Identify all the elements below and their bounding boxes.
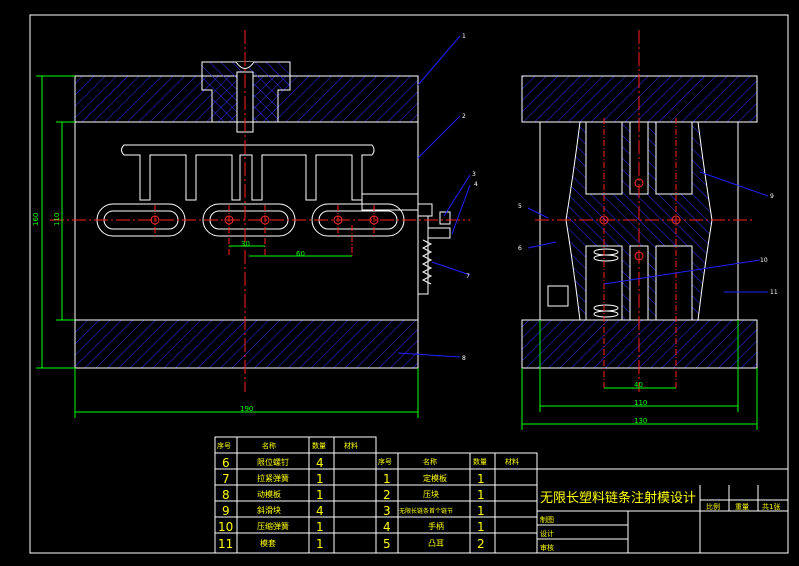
drafter-label: 制图 bbox=[540, 515, 554, 524]
bom-row-qty: 2 bbox=[477, 537, 485, 551]
callout-1: 1 bbox=[462, 33, 466, 40]
bom-row-name: 手柄 bbox=[428, 521, 444, 531]
bom-header-no: 序号 bbox=[378, 457, 392, 466]
dim-130: 130 bbox=[634, 417, 647, 425]
bom-header-qty: 数量 bbox=[312, 441, 326, 450]
bom-header-no: 序号 bbox=[217, 441, 231, 450]
bom-header-material: 材料 bbox=[505, 457, 519, 466]
handle-block bbox=[361, 193, 419, 211]
bom-row-no: 7 bbox=[222, 472, 230, 486]
runner-system bbox=[121, 144, 375, 201]
bom-row-qty: 1 bbox=[477, 504, 485, 518]
bom-header-name: 名称 bbox=[262, 441, 276, 450]
callout-5: 5 bbox=[518, 203, 522, 210]
bom-row-no: 10 bbox=[218, 520, 233, 534]
bom-row-no: 2 bbox=[383, 488, 391, 502]
spring-housing bbox=[417, 215, 429, 295]
bom-row-name: 拉紧弹簧 bbox=[257, 473, 289, 483]
bom-row-qty: 1 bbox=[477, 488, 485, 502]
bom-row-qty: 4 bbox=[316, 456, 324, 470]
bom-row-no: 9 bbox=[222, 504, 230, 518]
bom-row-no: 6 bbox=[222, 456, 230, 470]
dim-190: 190 bbox=[240, 405, 253, 413]
drawing-title: 无限长塑料链条注射模设计 bbox=[540, 490, 696, 506]
bom-row-qty: 1 bbox=[316, 537, 324, 551]
checker-label: 审核 bbox=[540, 543, 554, 552]
bom-row-name: 压块 bbox=[423, 489, 439, 499]
bom-row-qty: 1 bbox=[316, 488, 324, 502]
bom-row-qty: 1 bbox=[316, 520, 324, 534]
bom-header-material: 材料 bbox=[344, 441, 358, 450]
bom-row-no: 3 bbox=[383, 504, 391, 518]
bom-row-name: 无限长链条首个链节 bbox=[399, 507, 453, 515]
bom-row-name: 斜滑块 bbox=[257, 505, 281, 515]
dim-110-side: 110 bbox=[634, 399, 647, 407]
bom-row-no: 8 bbox=[222, 488, 230, 502]
bom-header-qty: 数量 bbox=[473, 457, 487, 466]
title-weight-label: 重量 bbox=[735, 503, 749, 511]
bom-row-no: 4 bbox=[383, 520, 391, 534]
callout-6: 6 bbox=[518, 245, 522, 252]
dim-110: 110 bbox=[53, 213, 61, 226]
bom-row-no: 5 bbox=[383, 537, 391, 551]
callout-9: 9 bbox=[770, 193, 774, 200]
compression-spring bbox=[593, 248, 619, 318]
dim-40: 40 bbox=[634, 381, 643, 389]
title-sheets-label: 共1张 bbox=[762, 502, 780, 511]
side-view: 40 110 130 bbox=[521, 30, 769, 430]
tension-spring bbox=[421, 239, 433, 285]
bom-row-no: 1 bbox=[383, 472, 391, 486]
dim-60: 60 bbox=[296, 250, 305, 258]
bom-row-name: 定模板 bbox=[423, 473, 447, 483]
bom-row-name: 动模板 bbox=[257, 489, 281, 499]
callout-7: 7 bbox=[466, 273, 470, 280]
callout-11: 11 bbox=[770, 289, 778, 296]
callout-3: 3 bbox=[472, 171, 476, 178]
bom-header-name: 名称 bbox=[423, 457, 437, 466]
designer-label: 设计 bbox=[540, 529, 554, 538]
callout-4: 4 bbox=[474, 181, 478, 188]
bom-row-name: 凸耳 bbox=[428, 539, 444, 548]
callout-8: 8 bbox=[462, 355, 466, 362]
title-scale-label: 比例 bbox=[706, 502, 720, 511]
front-view: 30 60 160 110 190 bbox=[32, 30, 471, 418]
dim-160: 160 bbox=[32, 213, 40, 226]
bom-row-name: 压缩弹簧 bbox=[257, 521, 289, 531]
bom-row-qty: 4 bbox=[316, 504, 324, 518]
bom-row-qty: 1 bbox=[477, 520, 485, 534]
bom-row-name: 模套 bbox=[260, 538, 276, 548]
bottom-plate bbox=[74, 319, 419, 369]
bom-row-qty: 1 bbox=[316, 472, 324, 486]
bom-table bbox=[214, 436, 789, 554]
bom-row-qty: 1 bbox=[477, 472, 485, 486]
callout-2: 2 bbox=[462, 113, 466, 120]
dim-30: 30 bbox=[241, 240, 250, 248]
bom-row-name: 限位螺钉 bbox=[257, 457, 289, 467]
bom-row-no: 11 bbox=[218, 537, 233, 551]
callout-10: 10 bbox=[760, 257, 768, 264]
